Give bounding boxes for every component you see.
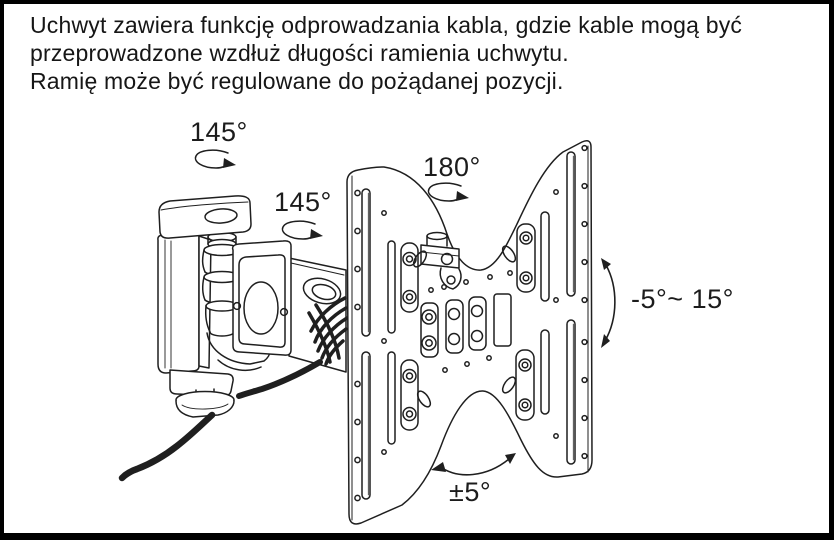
angle-label-tilt-range: -5°~ 15° [631, 284, 734, 314]
level-arc-arrow [431, 453, 516, 476]
vesa-plate [346, 140, 593, 525]
right-wing-rails [515, 223, 536, 421]
description-line-3: Ramię może być regulowane do pożądanej p… [30, 68, 564, 94]
cable-lower [118, 411, 216, 482]
angle-label-plate-rotation: 180° [423, 152, 481, 182]
bottom-swivel-knob [175, 388, 235, 418]
left-wing-holes [354, 189, 387, 502]
arm-wall-plate [231, 240, 292, 356]
rotation-arrow-wall-joint [194, 149, 236, 169]
center-slot-row [420, 270, 513, 373]
right-wing-holes [553, 144, 588, 460]
tilt-arc-arrow [601, 258, 616, 348]
angle-label-level: ±5° [449, 477, 492, 507]
description-line-1: Uchwyt zawiera funkcję odprowadzania kab… [30, 12, 743, 38]
rotation-arrow-plate [427, 182, 469, 202]
left-wing-slots [361, 188, 396, 500]
cable-coil [307, 296, 349, 366]
description-line-2: przeprowadzone wzdłuż długości ramienia … [30, 40, 569, 66]
tilt-hinge [420, 231, 462, 290]
hook-tabs [412, 245, 517, 408]
arm-top-cap [158, 195, 252, 239]
description-text: Uchwyt zawiera funkcję odprowadzania kab… [30, 11, 742, 95]
angle-label-wall-joint: 145° [190, 117, 248, 147]
angle-label-arm-joint: 145° [274, 187, 332, 217]
wall-arm-assembly [157, 195, 349, 397]
right-wing-slots [540, 151, 576, 465]
cable-upper [236, 359, 323, 399]
rotation-arrow-arm-joint [281, 220, 323, 240]
